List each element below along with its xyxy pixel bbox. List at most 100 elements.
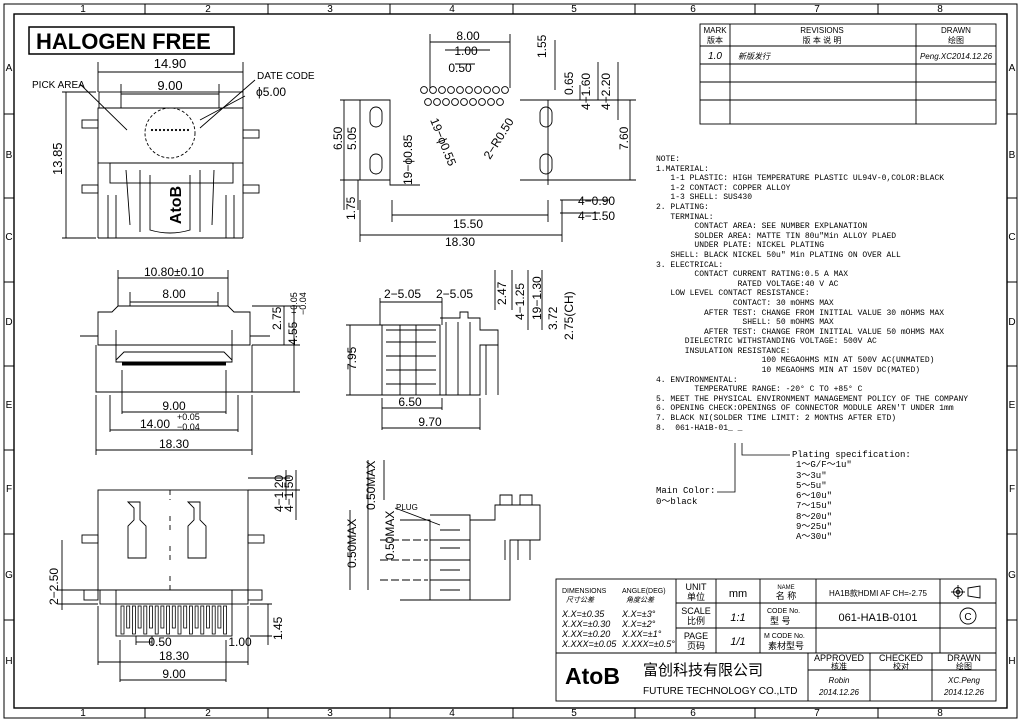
dim-side-7-60: 7.60 <box>617 126 631 150</box>
dim-bottom-1-45: 1.45 <box>271 616 285 640</box>
note-line: 1.MATERIAL: <box>656 164 709 174</box>
plug-view <box>349 460 541 601</box>
zone-col-8b: 8 <box>937 708 943 719</box>
zone-col-6: 6 <box>690 4 696 15</box>
zone-col-5b: 5 <box>571 708 577 719</box>
zone-col-7: 7 <box>814 4 820 15</box>
top-view-brand-mark: AtoB <box>168 186 185 224</box>
tb-name-label: NAME <box>777 585 794 591</box>
dim-bottom-9-00: 9.00 <box>162 667 186 681</box>
zone-col-1: 1 <box>80 4 86 15</box>
note-line: 1-2 CONTACT: COPPER ALLOY <box>656 183 791 193</box>
tb-angle-cn: 角度公差 <box>626 596 655 604</box>
contact-pin <box>217 605 222 629</box>
dim-side-4-1-60: 4−1.60 <box>579 73 593 110</box>
contact-hole <box>460 98 468 106</box>
tb-dimensions-cn: 尺寸公差 <box>566 596 595 604</box>
note-line: 5. MEET THE PHYSICAL ENVIRONMENT MANAGEM… <box>656 394 969 404</box>
dim-front-18-30: 18.30 <box>159 437 189 451</box>
zone-col-6b: 6 <box>690 708 696 719</box>
zone-col-4: 4 <box>449 4 455 15</box>
rev-row-mark: 1.0 <box>708 51 722 62</box>
contact-pin <box>183 605 188 629</box>
top-view-date-code-marks <box>150 128 190 132</box>
note-line: 7. BLACK NI(SOLDER TIME LIMIT: 2 MONTHS … <box>656 414 897 424</box>
dim-plug-0-50max-a: 0.50MAX <box>345 519 359 568</box>
note-line: 2. PLATING: <box>656 202 709 212</box>
zone-row-f-r: F <box>1009 484 1015 495</box>
border-zone-ticks <box>4 4 1017 718</box>
side-view-contact-holes <box>420 86 509 106</box>
tb-drawn-date: 2014.12.26 <box>943 688 985 697</box>
zone-row-d: D <box>5 317 12 328</box>
zone-row-c-r: C <box>1008 232 1015 243</box>
dim-front-4-55-tol-plus: +0.05 <box>289 292 299 315</box>
zone-row-g-r: G <box>1008 570 1016 581</box>
contact-hole <box>496 98 504 106</box>
dim-front-14-00-tol-plus: +0.05 <box>177 412 200 422</box>
tb-code-cn: 型 号 <box>770 616 791 626</box>
tb-tol-right-1: X.X=±3° <box>621 609 656 619</box>
dim-profile-2-75ch: 2.75(CH) <box>562 291 576 340</box>
tb-tol-right-2: X.X=±2° <box>621 619 656 629</box>
border-zone-labels: 1 2 3 4 5 6 7 8 1 2 3 4 5 6 7 8 A B C D … <box>5 4 1016 719</box>
contact-hole <box>424 98 432 106</box>
copyright-mark: C <box>964 612 971 623</box>
note-line: SHELL: 50 mOHMS MAX <box>656 318 834 328</box>
tb-mcode-cn: 素材型号 <box>768 640 804 651</box>
tb-drawn-by: XC.Peng <box>947 676 981 685</box>
tb-page-val: 1/1 <box>730 636 745 648</box>
note-line: 1-3 SHELL: SUS430 <box>656 193 753 203</box>
note-line: INSULATION RESISTANCE: <box>656 346 791 356</box>
plug-label: PLUG <box>396 503 418 512</box>
dim-profile-6-50: 6.50 <box>398 395 422 409</box>
contact-hole <box>487 98 495 106</box>
note-line: AFTER TEST: CHANGE FROM INITIAL VALUE 50… <box>656 327 945 337</box>
zone-col-5: 5 <box>571 4 577 15</box>
tb-page-label: PAGE <box>684 631 708 641</box>
dim-side-6-50: 6.50 <box>331 126 345 150</box>
contact-hole <box>456 86 464 94</box>
tb-checked-cn: 校对 <box>893 661 909 671</box>
contact-pin <box>211 605 216 635</box>
note-line: AFTER TEST: CHANGE FROM INITIAL VALUE 30… <box>656 308 945 318</box>
dim-bottom-2-2-50: 2−2.50 <box>47 568 61 605</box>
dim-front-10-80: 10.80±0.10 <box>144 265 204 279</box>
plating-spec: Plating specification: 1～G/F～1u"3～3u"5～5… <box>792 450 911 543</box>
tb-code-label: CODE No. <box>767 608 800 615</box>
contact-pin <box>137 605 142 629</box>
front-view-labels: 10.80±0.10 8.00 2.75 4.55 +0.05 −0.04 9.… <box>140 265 308 451</box>
plating-spec-item: 5～5u" <box>796 480 827 491</box>
contact-hole <box>433 98 441 106</box>
tb-approved-by: Robin <box>829 676 850 685</box>
contact-hole <box>420 86 428 94</box>
rev-drawn-header: DRAWN <box>941 26 971 35</box>
note-line: CONTACT: 30 mOHMS MAX <box>656 298 834 308</box>
rev-row-drawn: Peng.XC2014.12.26 <box>920 52 993 61</box>
note-line: SOLDER AREA: MATTE TIN 80u"Min ALLOY PLA… <box>656 231 897 241</box>
dim-top-13-85: 13.85 <box>50 142 65 175</box>
plating-spec-item: A～30u" <box>796 532 833 543</box>
dim-side-4-2-20: 4−2.20 <box>599 73 613 110</box>
copyright-symbol: C <box>964 612 971 623</box>
zone-col-8: 8 <box>937 4 943 15</box>
tb-drawn: DRAWN <box>947 653 981 663</box>
zone-col-3: 3 <box>327 4 333 15</box>
tb-tol-right-4: X.XXX=±0.5° <box>621 639 675 649</box>
contact-pin <box>206 605 210 629</box>
dim-front-14-00: 14.00 <box>140 417 170 431</box>
zone-row-g: G <box>5 570 13 581</box>
tb-approved-date: 2014.12.26 <box>818 688 860 697</box>
plating-spec-item: 7～15u" <box>796 501 833 512</box>
note-line: CONTACT CURRENT RATING:0.5 A MAX <box>656 270 849 280</box>
tb-dimensions: DIMENSIONS <box>562 588 607 595</box>
dim-profile-4-1-25: 4−1.25 <box>513 283 527 320</box>
contact-hole <box>469 98 477 106</box>
note-line: DIELECTRIC WITHSTANDING VOLTAGE: 500V AC <box>656 337 877 347</box>
front-view <box>80 270 300 455</box>
contact-pin <box>143 605 148 635</box>
tb-scale-val: 1:1 <box>730 612 745 624</box>
tb-tol-left-1: X.X=±0.35 <box>561 609 605 619</box>
